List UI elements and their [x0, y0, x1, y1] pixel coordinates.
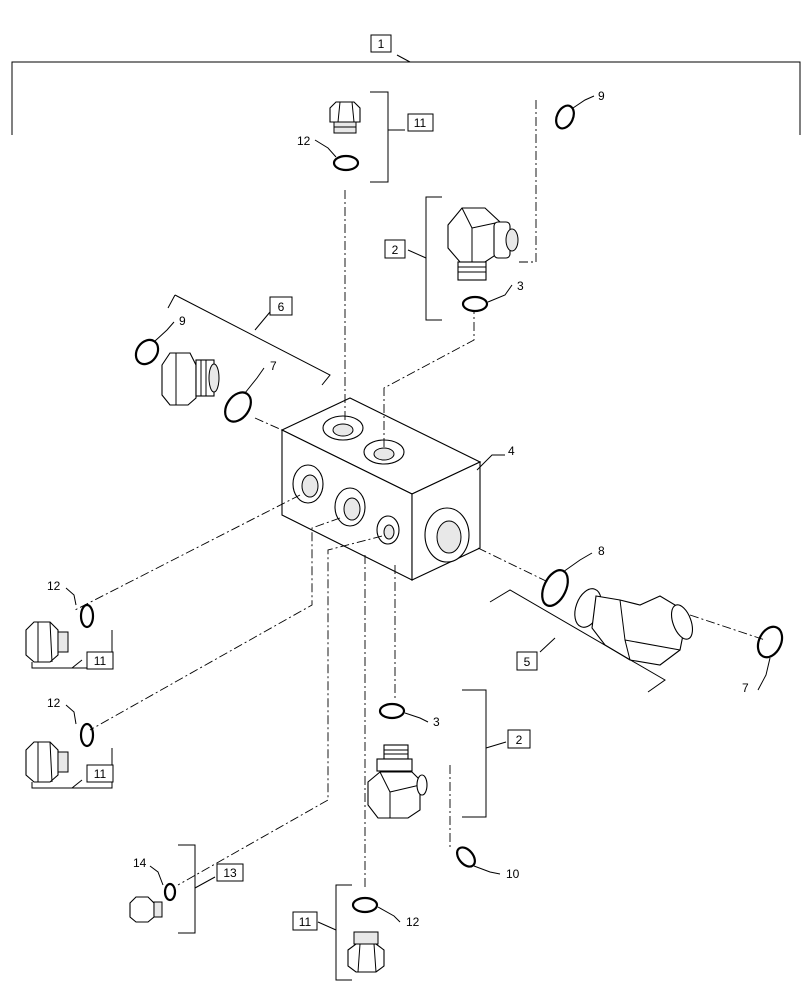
callout-label-6: 6 — [278, 300, 285, 314]
callout-label-3-top: 3 — [517, 279, 524, 293]
callout-box-11-left-2 — [86, 764, 114, 783]
callout-label-2-bottom: 2 — [516, 733, 523, 747]
plug-left-1: 12 11 — [25, 579, 114, 670]
callout-label-13: 13 — [223, 866, 237, 880]
straight-fitting: 9 7 6 — [134, 294, 331, 423]
elbow-fitting-upper: 3 2 — [384, 196, 524, 321]
callout-label-11-left-1: 11 — [94, 654, 107, 668]
plug-top: 12 11 — [297, 91, 434, 183]
callout-label-5: 5 — [524, 655, 531, 669]
callout-label-9-left: 9 — [179, 314, 186, 328]
elbow-fitting-lower: 3 2 10 — [367, 689, 531, 881]
callout-box-2-bottom — [507, 729, 531, 749]
callout-label-3-bottom: 3 — [433, 715, 440, 729]
plug-bottom: 12 11 — [292, 884, 420, 981]
callout-box-13 — [216, 863, 244, 882]
callout-label-11-bottom: 11 — [299, 915, 312, 929]
assembly-bracket: 1 — [11, 34, 801, 135]
callout-label-1: 1 — [378, 37, 385, 51]
callout-label-12-left-2: 12 — [47, 696, 61, 710]
callout-box-11-bottom — [292, 911, 318, 931]
callout-label-11-left-2: 11 — [94, 767, 107, 781]
elbow-fitting-large: 8 7 5 — [489, 544, 784, 695]
callout-label-2-top: 2 — [392, 243, 399, 257]
plug-small: 14 13 — [129, 844, 244, 934]
o-ring-9-top: 9 — [555, 89, 605, 130]
callout-box-6 — [269, 296, 293, 316]
callout-label-7-right: 7 — [742, 681, 749, 695]
callout-label-11-top: 11 — [414, 116, 427, 130]
callout-label-8: 8 — [598, 544, 605, 558]
plug-left-2: 12 11 — [25, 696, 114, 789]
valve-block: 4 — [280, 397, 515, 581]
callout-label-12-top: 12 — [297, 134, 311, 148]
callout-label-12-bottom: 12 — [406, 915, 420, 929]
callout-label-12-left-1: 12 — [47, 579, 61, 593]
callout-label-14: 14 — [133, 856, 147, 870]
centerlines — [74, 100, 766, 890]
callout-box-11-left-1 — [86, 651, 114, 670]
callout-label-7-left: 7 — [270, 359, 277, 373]
callout-box-2-top — [384, 239, 406, 259]
callout-box-1 — [370, 34, 392, 53]
callout-box-11-top — [407, 113, 434, 132]
callout-label-4: 4 — [508, 444, 515, 458]
callout-label-10: 10 — [506, 867, 520, 881]
callout-box-5 — [516, 651, 538, 671]
callout-label-9-top: 9 — [598, 89, 605, 103]
